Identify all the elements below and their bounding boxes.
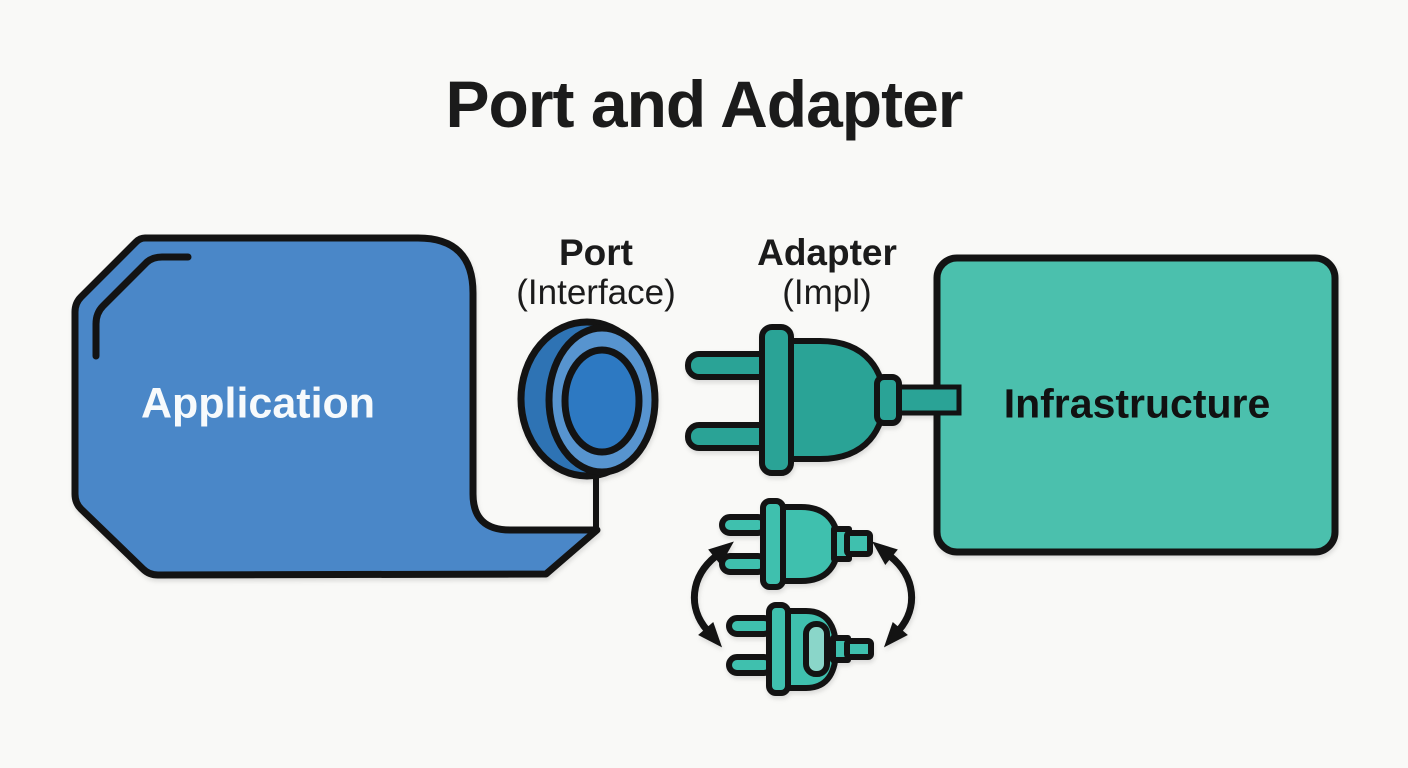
adapter-annotation: Adapter (Impl) (757, 232, 897, 313)
swap-arrow-left-icon (690, 541, 734, 648)
application-corner-accent-line (92, 253, 192, 360)
application-label: Application (140, 379, 376, 428)
adapter-infrastructure-connector (894, 384, 962, 416)
port-sublabel: (Interface) (516, 273, 676, 313)
small-plug-top-icon (719, 498, 873, 590)
port-label: Port (559, 232, 633, 273)
adapter-label: Adapter (757, 232, 897, 273)
small-plug-bottom-icon (726, 602, 874, 696)
application-shape (71, 234, 601, 579)
port-socket-icon (517, 318, 659, 480)
adapter-plug-icon (685, 324, 902, 476)
swap-arrow-right-icon (872, 541, 916, 648)
infrastructure-label: Infrastructure (1003, 380, 1271, 427)
adapter-sublabel: (Impl) (782, 273, 872, 313)
port-annotation: Port (Interface) (516, 232, 676, 313)
diagram-title: Port and Adapter (445, 67, 964, 141)
